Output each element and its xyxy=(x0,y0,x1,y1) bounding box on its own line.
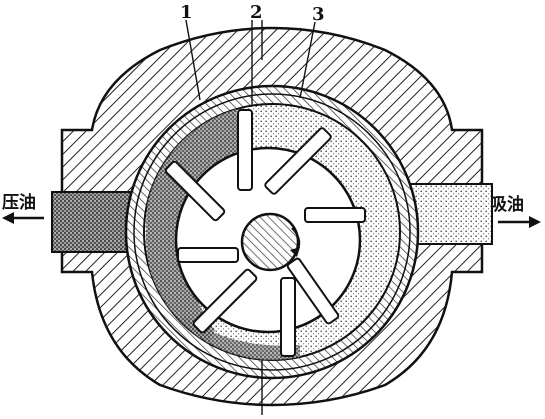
label-discharge: 压油 xyxy=(2,192,36,213)
label-part-1: 1 xyxy=(180,2,193,23)
label-suction: 吸油 xyxy=(490,194,524,215)
vane xyxy=(264,127,332,195)
vane xyxy=(304,207,366,223)
label-part-3: 3 xyxy=(312,4,325,25)
label-part-2: 2 xyxy=(250,2,263,23)
vane xyxy=(177,247,239,263)
leader-lines xyxy=(185,19,316,415)
drive-shaft xyxy=(240,212,300,272)
vane xyxy=(280,277,296,357)
vane-set xyxy=(164,109,366,357)
discharge-oil-pocket xyxy=(146,104,240,360)
vane xyxy=(164,160,226,222)
suction-flow-arrow-icon xyxy=(498,216,541,228)
vane xyxy=(192,268,258,334)
vane xyxy=(237,109,253,191)
discharge-flow-arrow-icon xyxy=(2,212,44,224)
vane xyxy=(286,257,340,325)
